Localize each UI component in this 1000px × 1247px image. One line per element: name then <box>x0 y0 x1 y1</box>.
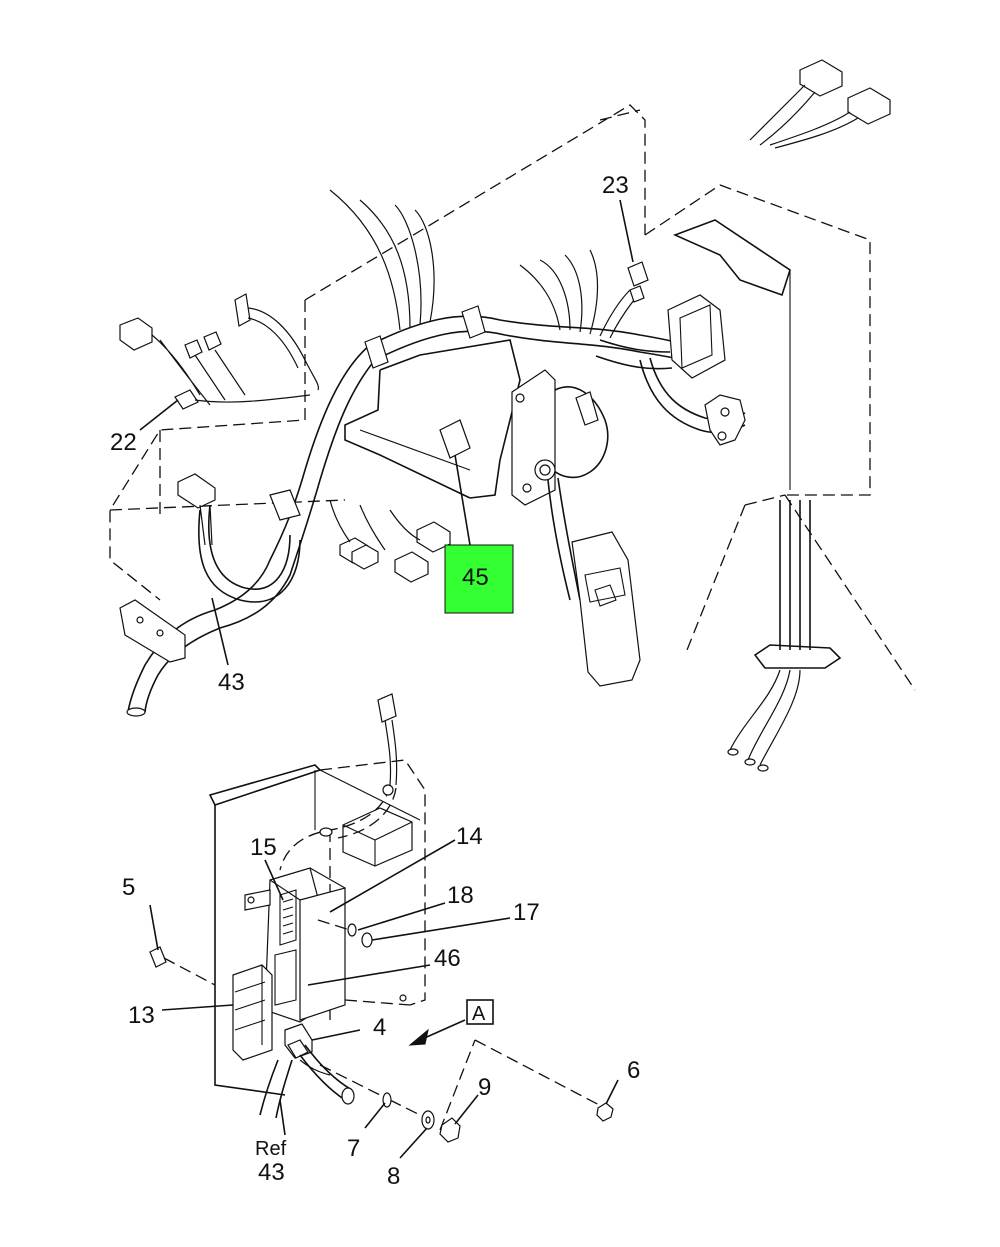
leader-lines <box>139 199 634 1159</box>
callout-9[interactable]: 9 <box>478 1074 491 1101</box>
callout-15[interactable]: 15 <box>250 834 277 861</box>
callout-7[interactable]: 7 <box>347 1135 360 1162</box>
callout-ref-label: Ref <box>255 1138 287 1160</box>
callouts: 23 22 45 43 15 14 5 18 17 46 13 4 A 6 9 … <box>110 172 640 1190</box>
upper-assembly <box>109 59 916 772</box>
callout-18[interactable]: 18 <box>447 882 474 909</box>
callout-6[interactable]: 6 <box>627 1057 640 1084</box>
callout-45-highlight[interactable] <box>444 544 514 614</box>
callout-22[interactable]: 22 <box>110 429 137 456</box>
lower-assembly <box>149 693 614 1143</box>
callout-8[interactable]: 8 <box>387 1163 400 1190</box>
callout-43[interactable]: 43 <box>218 669 245 696</box>
callout-5[interactable]: 5 <box>122 874 135 901</box>
callout-4[interactable]: 4 <box>373 1014 386 1041</box>
callout-13[interactable]: 13 <box>128 1002 155 1029</box>
callout-46[interactable]: 46 <box>434 945 461 972</box>
callout-17[interactable]: 17 <box>513 899 540 926</box>
callout-45[interactable]: 45 <box>462 564 489 591</box>
callout-23[interactable]: 23 <box>602 172 629 199</box>
callout-a-box[interactable] <box>466 999 494 1025</box>
callout-a[interactable]: A <box>472 1003 486 1025</box>
callout-14[interactable]: 14 <box>456 823 483 850</box>
callout-ref-43[interactable]: 43 <box>258 1159 285 1186</box>
